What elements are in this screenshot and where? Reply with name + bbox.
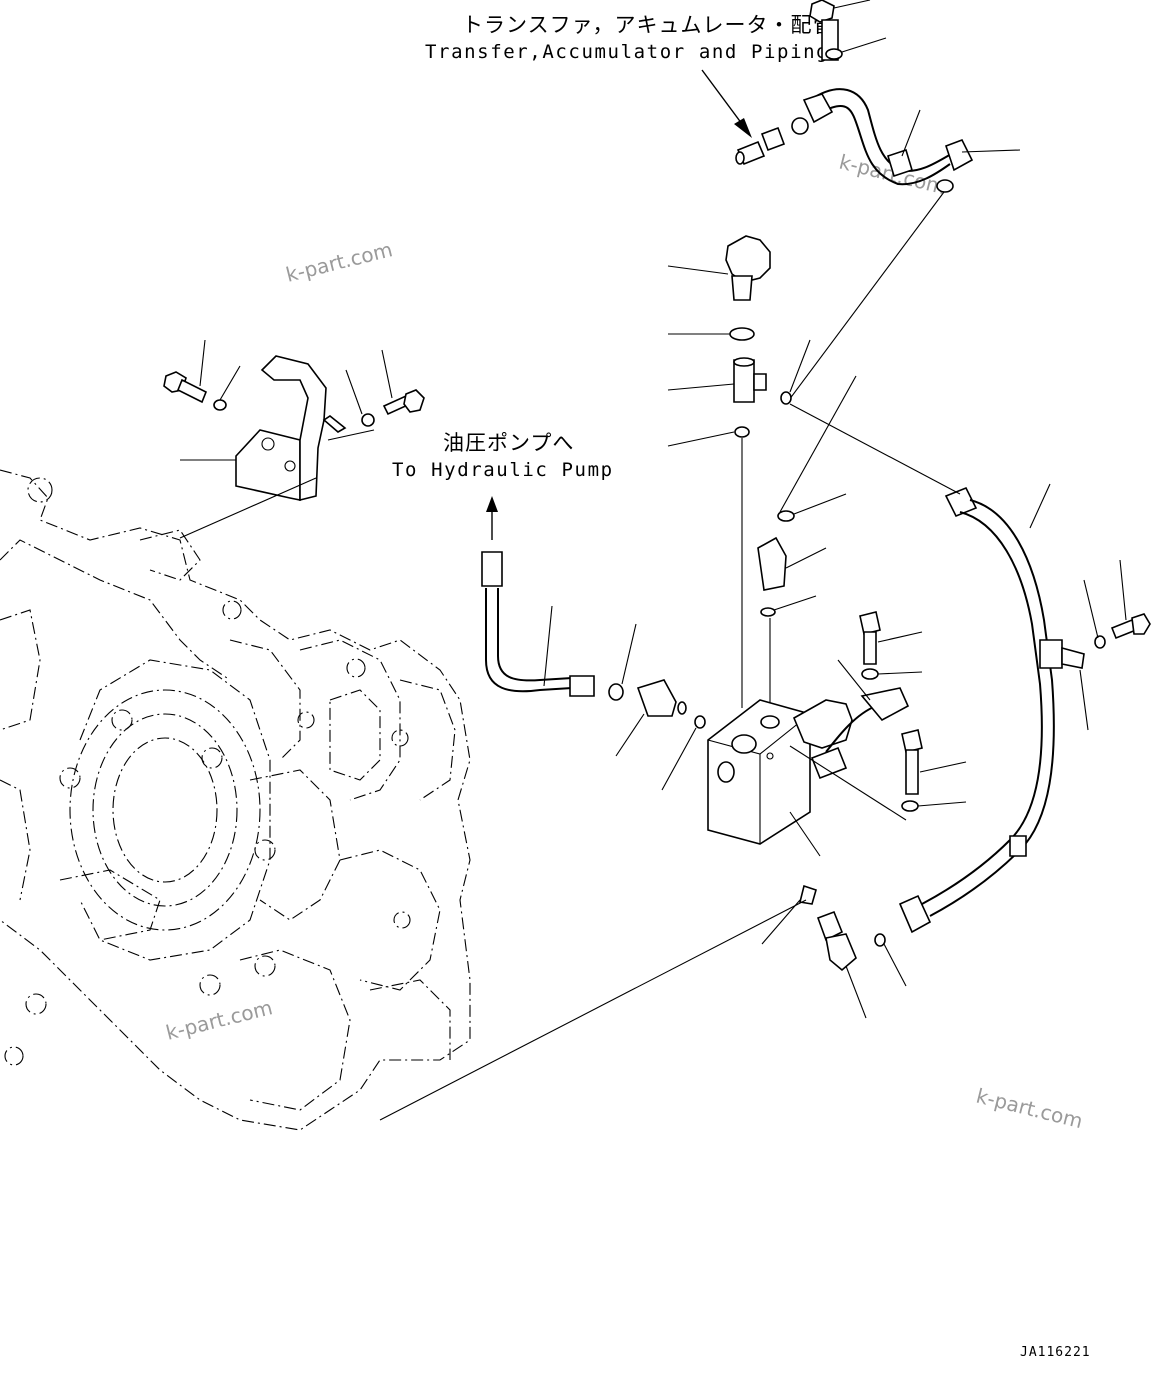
arrow-to-transfer-icon [701,69,752,138]
pump-callout-en: To Hydraulic Pump [392,459,614,481]
top-bolt-icon [809,0,835,23]
o-ring-5-icon [760,607,776,617]
bracket-assembly [163,339,425,539]
transmission-case [0,469,471,1131]
o-ring-1-icon [729,327,755,341]
o-ring-6-icon [608,683,624,701]
o-ring-2-icon [780,391,792,405]
pump-callout-jp: 油圧ポンプへ [443,431,574,455]
pressure-switch [667,235,771,301]
transfer-fitting-icon [735,117,809,166]
elbow-fitting [757,536,827,591]
transfer-pipe-assembly [735,0,1021,405]
arrow-to-pump-icon [486,496,498,540]
bracket-left-bolt-icon [163,371,227,411]
solenoid-connector [810,746,848,780]
transfer-callout-jp: トランスファ，アキュムレータ・配管 [462,13,835,37]
lower-elbow-fitting [816,910,867,1019]
o-ring-7-icon [694,715,706,729]
solenoid-coil [792,699,853,749]
transfer-callout-en: Transfer,Accumulator and Piping [425,41,829,63]
o-ring-8-icon [799,884,817,905]
o-ring-9-icon [874,933,886,947]
top-washer-icon [825,48,843,60]
bracket-arm [260,355,327,502]
watermark-1: k-part.com [283,237,394,287]
right-hose [789,403,1089,934]
block-bolt-lower-icon [901,729,967,795]
solenoid-valve-block [707,659,910,857]
block-washer-lower-icon [901,800,919,812]
block-bolt-upper-icon [859,611,923,665]
pressure-sensor [615,679,687,757]
o-ring-3-icon [734,426,750,438]
bracket-right-bolt-icon [361,389,425,427]
bracket-right-washer-icon [361,413,375,427]
o-ring-4-icon [777,510,795,522]
bracket-tab [322,415,347,433]
solenoid-terminal [860,687,910,722]
block-washer-upper-icon [861,668,879,680]
tee-fitting [667,357,767,403]
clip-bolt-icon [1083,559,1151,649]
bracket-left-washer-icon [213,399,227,411]
watermark-4: k-part.com [974,1084,1085,1134]
watermark-3: k-part.com [163,995,274,1045]
drawing-code: JA116221 [1020,1345,1091,1360]
pump-hose [481,551,637,701]
